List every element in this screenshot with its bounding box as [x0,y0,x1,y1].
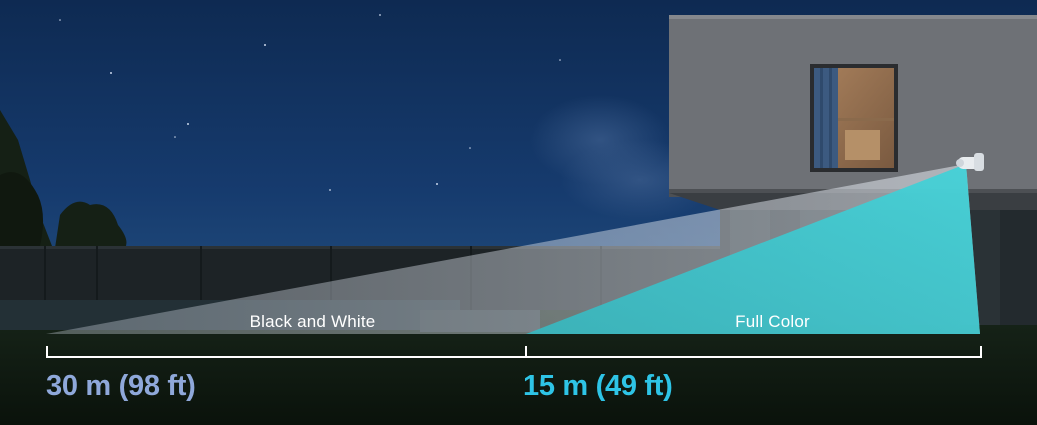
full-color-distance: 15 m (49 ft) [523,370,673,402]
full-color-label: Full Color [735,312,810,331]
camera-icon [956,153,984,171]
stars [59,14,561,191]
full-color-beam [526,164,980,334]
black-and-white-distance: 30 m (98 ft) [46,370,196,402]
black-and-white-label: Black and White [249,312,376,331]
distance-ruler [46,346,982,358]
trees [0,110,127,248]
